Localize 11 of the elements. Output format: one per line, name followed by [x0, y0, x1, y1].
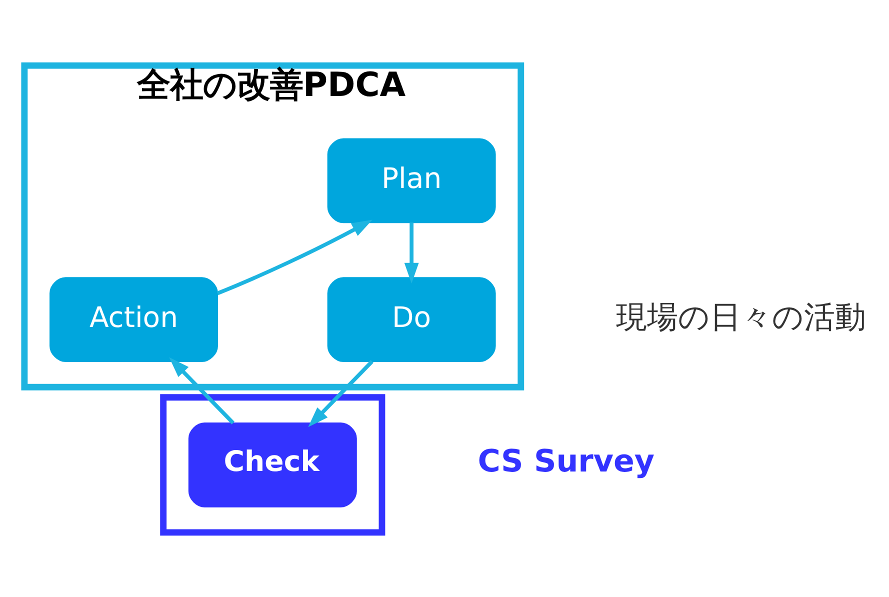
node-box: Check [188, 422, 356, 507]
arrow [308, 360, 374, 427]
arrow [216, 219, 372, 295]
node-label: 現場の日々の活動 [615, 299, 866, 336]
node-box: Plan [326, 138, 496, 223]
node-box: Do [326, 276, 496, 362]
arrow [168, 356, 234, 424]
node-label: CS Survey [477, 443, 654, 480]
arrow [404, 222, 418, 284]
node-box: Action [49, 276, 218, 362]
cluster [160, 394, 385, 536]
